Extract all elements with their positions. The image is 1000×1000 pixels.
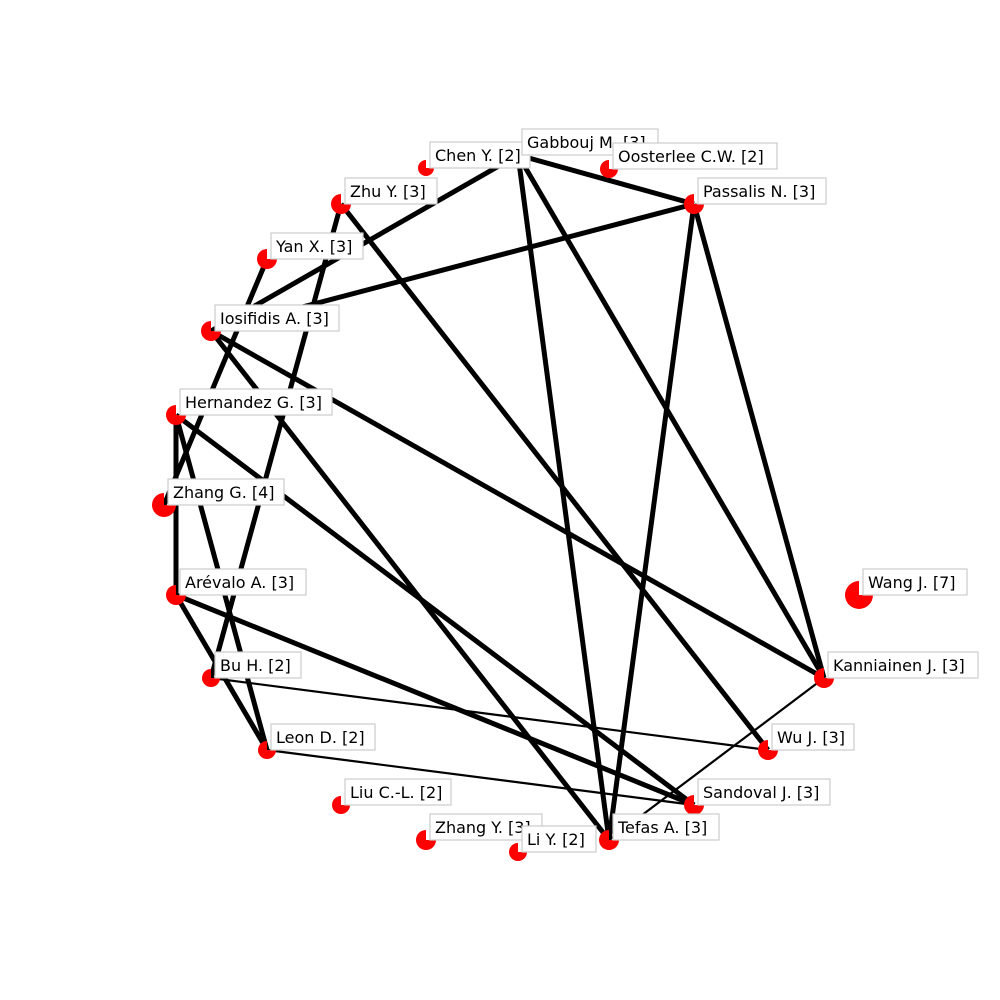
node-label-zhangg: Zhang G. [4] (167, 478, 285, 506)
label-text: Zhu Y. [3] (350, 182, 426, 201)
edge-passalis-tefas (606, 203, 697, 841)
label-text: Liu C.-L. [2] (350, 783, 442, 802)
node-label-liucl: Liu C.-L. [2] (344, 778, 452, 806)
label-text: Kanniainen J. [3] (833, 656, 965, 675)
label-box (214, 304, 340, 332)
label-text: Chen Y. [2] (435, 146, 521, 165)
edge-buh-wuj (210, 676, 769, 752)
node-liucl (332, 796, 350, 814)
edge-arevalo-sandoval (175, 592, 695, 808)
node-zhangy (416, 830, 436, 850)
edge-yanx-zhangg (161, 258, 270, 506)
edge-iosifidis-kanniainen (209, 328, 826, 681)
node-label-yanx: Yan X. [3] (270, 232, 364, 260)
node-label-tefas: Tefas A. [3] (612, 813, 720, 841)
label-box (270, 723, 376, 751)
label-box (697, 177, 827, 205)
label-text: Leon D. [2] (276, 728, 365, 747)
node-oosterlee (600, 160, 618, 178)
label-text: Tefas A. [3] (617, 818, 707, 837)
node-chen (418, 160, 434, 176)
node-label-hernandez: Hernandez G. [3] (179, 388, 333, 416)
edge-gabbouj-iosifidis (209, 152, 520, 334)
node-sandoval (684, 795, 704, 815)
label-text: Oosterlee C.W. [2] (618, 147, 764, 166)
node-kanniainen (814, 668, 834, 688)
node-tefas (599, 830, 619, 850)
edge-passalis-kanniainen (691, 203, 827, 679)
node-zhangg (152, 493, 176, 517)
node-leon (258, 741, 276, 759)
label-box (214, 651, 302, 679)
label-box (167, 478, 285, 506)
label-text: Arévalo A. [3] (185, 573, 294, 592)
label-text: Wang J. [7] (868, 573, 956, 592)
node-label-leon: Leon D. [2] (270, 723, 376, 751)
edge-hernandez-sandoval (174, 413, 696, 807)
label-box (612, 142, 778, 170)
edge-tefas-kanniainen (608, 677, 825, 841)
node-label-zhangy: Zhang Y. [3] (429, 813, 543, 841)
node-label-liy: Li Y. [2] (521, 825, 597, 853)
label-text: Zhang G. [4] (173, 483, 275, 502)
node-label-passalis: Passalis N. [3] (697, 177, 827, 205)
label-box (827, 651, 979, 679)
node-wangj (845, 581, 873, 609)
label-text: Passalis N. [3] (703, 182, 815, 201)
node-label-chen: Chen Y. [2] (429, 141, 531, 169)
node-label-wangj: Wang J. [7] (862, 568, 968, 596)
label-text: Iosifidis A. [3] (220, 309, 329, 328)
node-zhuy (331, 194, 351, 214)
label-box (771, 723, 855, 751)
edge-gabbouj-tefas (515, 154, 612, 841)
node-passalis (684, 194, 704, 214)
label-box (429, 141, 531, 169)
label-text: Wu J. [3] (777, 728, 845, 747)
labels-layer: Chen Y. [2]Gabbouj M. [3]Oosterlee C.W. … (167, 128, 979, 853)
label-box (862, 568, 968, 596)
node-label-zhuy: Zhu Y. [3] (344, 177, 438, 205)
edge-gabbouj-passalis (517, 152, 695, 207)
node-label-buh: Bu H. [2] (214, 651, 302, 679)
node-wuj (758, 740, 778, 760)
edge-zhuy-buh (208, 203, 344, 679)
node-label-oosterlee: Oosterlee C.W. [2] (612, 142, 778, 170)
label-text: Hernandez G. [3] (185, 393, 322, 412)
label-box (179, 388, 333, 416)
label-text: Bu H. [2] (220, 656, 291, 675)
label-box (270, 232, 364, 260)
label-text: Yan X. [3] (275, 237, 352, 256)
node-hernandez (166, 405, 186, 425)
node-liy (509, 843, 527, 861)
edge-zhuy-wuj (339, 202, 770, 752)
label-text: Li Y. [2] (527, 830, 585, 849)
node-label-iosifidis: Iosifidis A. [3] (214, 304, 340, 332)
node-buh (202, 669, 220, 687)
label-text: Zhang Y. [3] (435, 818, 531, 837)
node-yanx (257, 249, 277, 269)
nodes-layer (152, 147, 873, 861)
label-box (179, 568, 307, 596)
node-label-kanniainen: Kanniainen J. [3] (827, 651, 979, 679)
edge-iosifidis-tefas (209, 329, 611, 842)
node-label-sandoval: Sandoval J. [3] (697, 778, 831, 806)
edge-gabbouj-kanniainen (515, 153, 827, 680)
label-box (612, 813, 720, 841)
edge-leon-sandoval (266, 748, 695, 807)
label-box (344, 778, 452, 806)
label-text: Sandoval J. [3] (703, 783, 819, 802)
node-label-arevalo: Arévalo A. [3] (179, 568, 307, 596)
label-box (344, 177, 438, 205)
node-arevalo (166, 585, 186, 605)
node-iosifidis (201, 321, 221, 341)
label-box (521, 825, 597, 853)
node-label-wuj: Wu J. [3] (771, 723, 855, 751)
label-box (697, 778, 831, 806)
